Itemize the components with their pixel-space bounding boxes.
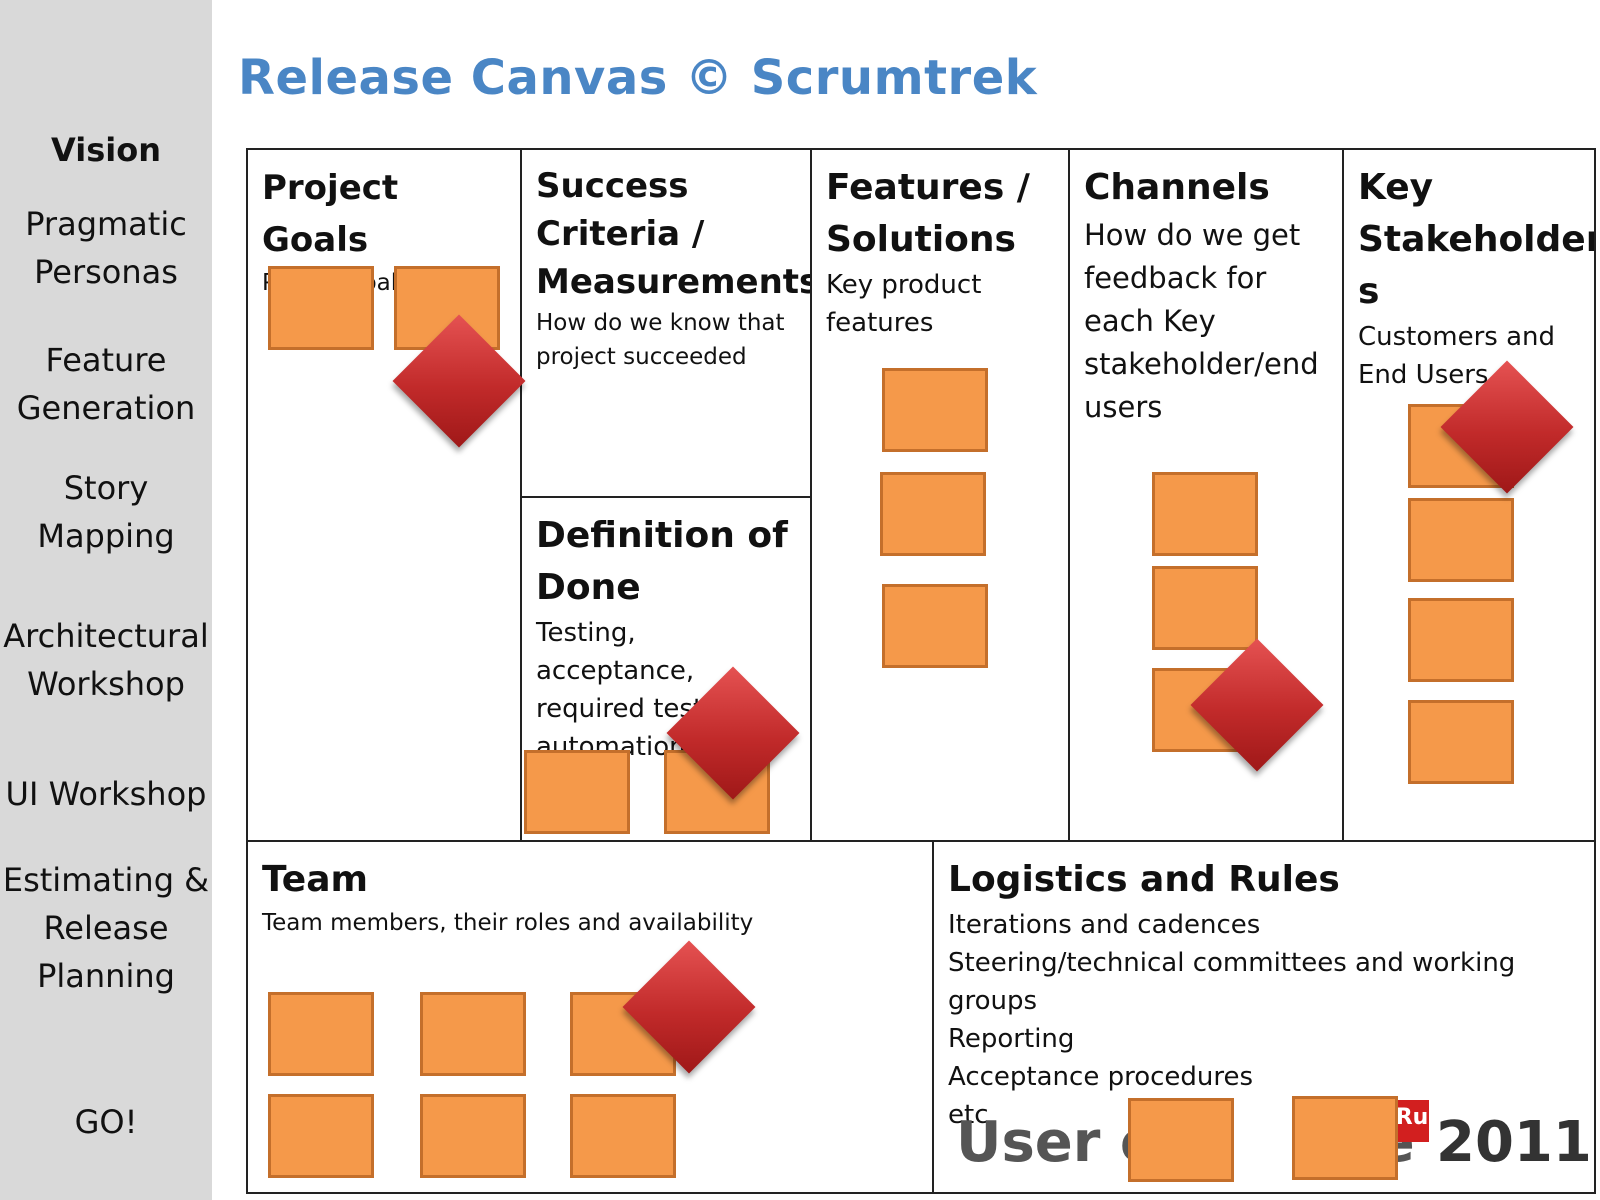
- sticky-note[interactable]: [1152, 566, 1258, 650]
- cell-title: Success Criteria / Measurements: [536, 166, 812, 302]
- sidebar-item-pragmatic-personas: Pragmatic Personas: [25, 205, 187, 291]
- sticky-note[interactable]: [1292, 1096, 1398, 1180]
- sticky-note[interactable]: [268, 1094, 374, 1178]
- sticky-note[interactable]: [880, 472, 986, 556]
- sticky-note[interactable]: [1152, 472, 1258, 556]
- sidebar-item-feature-generation: Feature Generation: [16, 341, 196, 427]
- sidebar-item-estimating-release-planning: Estimating & Release Planning: [2, 861, 210, 995]
- cell-logistics-and-rules: Logistics and Rules Iterations and caden…: [932, 840, 1596, 1194]
- cell-title: Features / Solutions: [826, 167, 1030, 260]
- cell-title: Key Stakeholder s: [1358, 167, 1596, 312]
- sticky-note[interactable]: [570, 1094, 676, 1178]
- cell-description: Team members, their roles and availabili…: [262, 910, 754, 936]
- sticky-note[interactable]: [420, 992, 526, 1076]
- sticky-note[interactable]: [882, 584, 988, 668]
- sidebar-item-vision: Vision: [51, 131, 161, 169]
- sidebar: Vision Pragmatic Personas Feature Genera…: [0, 0, 212, 1200]
- sidebar-item-ui-workshop: UI Workshop: [5, 775, 207, 813]
- cell-title: Definition of Done: [536, 515, 788, 608]
- cell-project-goals: Project Goals Project goals: [246, 148, 522, 842]
- footer-year: 2011: [1436, 1110, 1592, 1175]
- cell-description: Key product features: [826, 270, 982, 338]
- sticky-note[interactable]: [882, 368, 988, 452]
- cell-title: Logistics and Rules: [948, 859, 1340, 900]
- cell-description: Iterations and cadences Steering/technic…: [948, 910, 1516, 1130]
- sidebar-item-architectural-workshop: Architectural Workshop: [3, 617, 209, 703]
- cell-description: Customers and End Users: [1358, 322, 1556, 390]
- sticky-note[interactable]: [268, 992, 374, 1076]
- sidebar-item-go: GO!: [74, 1103, 138, 1141]
- sidebar-item-story-mapping: Story Mapping: [37, 469, 175, 555]
- cell-title: Team: [262, 859, 368, 900]
- cell-description: How do we know that project succeeded: [536, 310, 785, 370]
- sticky-note[interactable]: [1408, 498, 1514, 582]
- page-title: Release Canvas © Scrumtrek: [238, 50, 1038, 106]
- cell-title: Project Goals: [262, 168, 399, 260]
- sticky-note[interactable]: [1408, 598, 1514, 682]
- sticky-note[interactable]: [420, 1094, 526, 1178]
- cell-success-criteria: Success Criteria / Measurements How do w…: [520, 148, 812, 498]
- sticky-note[interactable]: [1408, 700, 1514, 784]
- sticky-note[interactable]: [268, 266, 374, 350]
- cell-description: Testing, acceptance, required test autom…: [536, 618, 704, 762]
- cell-description: How do we get feedback for each Key stak…: [1084, 218, 1319, 424]
- cell-title: Channels: [1084, 167, 1270, 208]
- sticky-note[interactable]: [524, 750, 630, 834]
- sticky-note[interactable]: [1128, 1098, 1234, 1182]
- footer-badge: Ru: [1395, 1100, 1429, 1142]
